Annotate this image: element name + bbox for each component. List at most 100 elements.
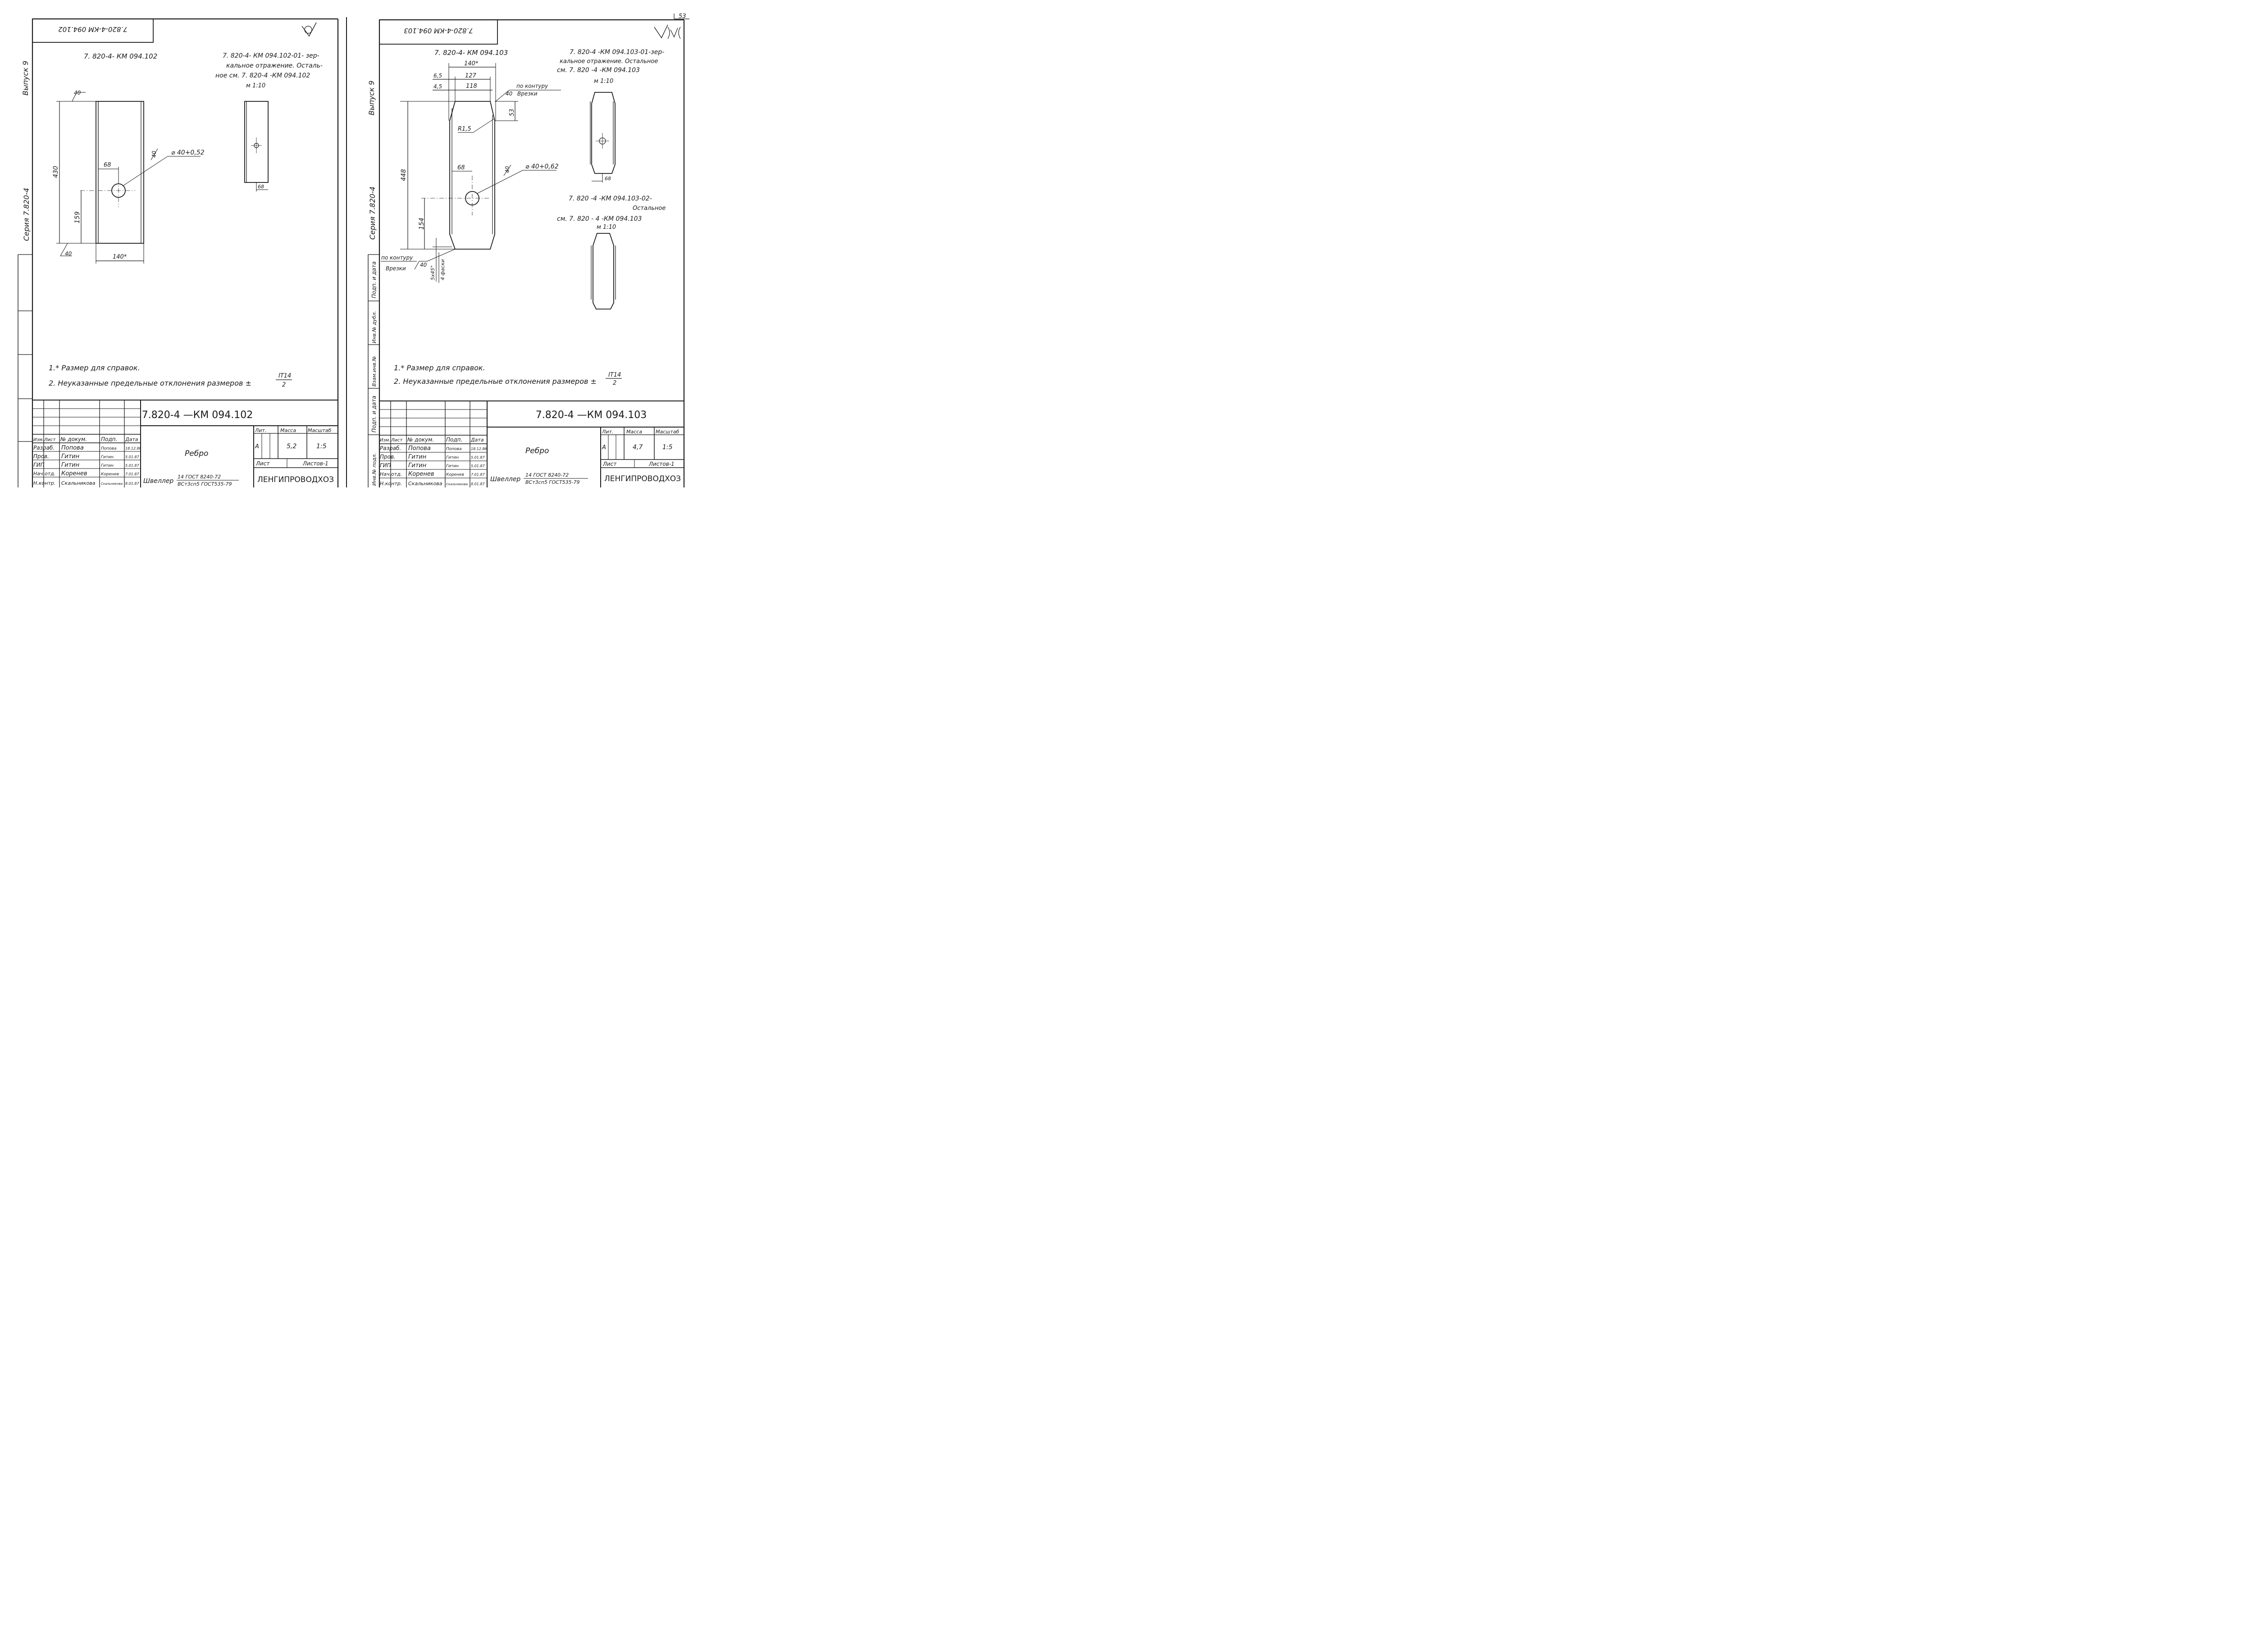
note-1-right: 1.* Размер для справок. (394, 364, 485, 372)
mirror-note-right-3: см. 7. 820 -4 -КМ 094.103 (557, 67, 640, 74)
scale-note-right-2: м 1:10 (597, 224, 616, 231)
tb-row1-sign-right: Попова (446, 447, 461, 451)
tb-row4-sign: Коренев (101, 472, 119, 477)
tb-row2-sign-right: Гитин (446, 455, 459, 460)
tb-row3-role-right: ГИП (380, 462, 391, 469)
tb-row5-sign: Скальникова (101, 482, 123, 486)
stamp-text: 7.820-4-КМ 094.102 (58, 25, 128, 33)
tb-row2-name-right: Гитин (408, 454, 427, 460)
note-frac-num-right: IT14 (608, 372, 621, 378)
dim-118: 118 (466, 83, 477, 90)
dim-offset: 68 (104, 162, 111, 168)
tb-sheet: Лист (255, 460, 270, 467)
dim-cut-1: Врезки (517, 91, 538, 97)
sheet-left: 7.820-4-КМ 094.102 Выпуск 9 Серия 7.820-… (18, 18, 339, 487)
part-rib-103-variant (591, 233, 616, 309)
tb-row3-date-right: 5.01.87 (471, 464, 485, 468)
tb-row3-sign-right: Гитин (446, 464, 459, 469)
tb-scale: 1:5 (316, 443, 327, 450)
tb-part-name-right: Ребро (525, 446, 549, 455)
tb-doc-number: 7.820-4 —КМ 094.102 (142, 410, 253, 421)
side-sign-date-1: Подп. и дата (371, 261, 377, 298)
tb-row5-date-right: 8.01.87 (471, 482, 485, 486)
tb-mass-right: 4,7 (633, 444, 643, 451)
weld-right-bottom: 40 (420, 262, 427, 268)
tb-row3-date: 5.01.87 (125, 464, 139, 468)
tb-scale-head-right: Масштаб (656, 429, 679, 435)
main-label: 7. 820-4- КМ 094.102 (84, 52, 157, 60)
main-label-right: 7. 820-4- КМ 094.103 (434, 49, 508, 57)
tb-head-date: Дата (125, 437, 138, 442)
mirror-note-3: ное см. 7. 820-4 -КМ 094.102 (215, 72, 310, 79)
side-series: Серия 7.820-4 (22, 188, 31, 241)
weld-mid: 40 (151, 150, 157, 158)
second-note-2: Остальное (633, 205, 666, 212)
tb-row4-name: Коренев (61, 470, 87, 477)
dim-radius: R1,5 (458, 126, 471, 132)
tb-head-sign-right: Подп. (446, 437, 462, 443)
weld-top: 40 (74, 90, 81, 96)
tb-row1-date: 18.12.86 (125, 446, 141, 451)
weld-right-top: 40 (506, 91, 513, 97)
note-2: 2. Неуказанные предельные отклонения раз… (49, 379, 251, 387)
second-note-1: 7. 820 -4 -КМ 094.103-02- (569, 195, 652, 202)
dim-127: 127 (465, 73, 477, 79)
tb-row4-role-right: Нач.отд. (380, 471, 402, 477)
tb-row3-role: ГИП (33, 462, 45, 468)
dim-45: 4,5 (433, 83, 442, 90)
tb-row3-name-right: Гитин (408, 462, 427, 469)
sheet-right: Подп. и дата Инв.№ дубл. Взам.инв.№ Подп… (346, 17, 685, 487)
tb-head-izm: Изм. (33, 437, 44, 442)
tb-lit-head-right: Лит. (602, 429, 613, 435)
tb-head-doc-right: № докум. (407, 437, 434, 443)
mirror-note-right-2: кальное отражение. Остальное (560, 58, 658, 65)
note-frac-num: IT14 (278, 373, 291, 379)
title-block-left: 7.820-4 —КМ 094.102 Изм. Лист № докум. П… (32, 400, 338, 487)
dim-lower: 159 (74, 211, 81, 223)
tb-row4-date: 7.01.87 (125, 472, 139, 476)
tb-row2-sign: Гитин (101, 455, 114, 460)
part-rib-103 (421, 101, 495, 250)
tb-head-sign: Подп. (101, 436, 117, 442)
tb-row5-name: Скальникова (61, 480, 96, 486)
tb-row1-role: Разраб. (33, 445, 55, 451)
mirror-note-right-1: 7. 820-4 -КМ 094.103-01-зер- (570, 49, 664, 56)
side-inv-dubl: Инв.№ дубл. (371, 311, 377, 343)
tb-row2-name: Гитин (61, 453, 80, 460)
dim-cut-2: Врезки (386, 265, 406, 272)
tb-row3-sign: Гитин (101, 464, 114, 468)
dim-contour-1: по контуру (516, 83, 548, 89)
note-frac-den: 2 (282, 382, 286, 388)
tb-lit-right: А (602, 444, 606, 451)
tb-material-1: Швеллер (143, 478, 173, 485)
dim-contour-2: по контуру (381, 255, 413, 261)
part-rib-102-mirror (244, 101, 269, 191)
dim-small-offset-right: 68 (605, 176, 611, 182)
dim-width-right: 140* (464, 60, 479, 67)
tb-material-1-right: Швеллер (490, 476, 520, 483)
dim-lower-right: 154 (418, 218, 425, 230)
stamp-text-right: 7.820-4-КМ 094.103 (404, 27, 473, 35)
side-issue: Выпуск 9 (21, 61, 30, 96)
tb-row2-role: Пров. (33, 453, 49, 460)
dim-offset-right: 68 (457, 164, 465, 171)
tb-head-izm-right: Изм. (380, 438, 391, 443)
side-series-right: Серия 7.820-4 (368, 187, 377, 240)
tb-doc-number-right: 7.820-4 —КМ 094.103 (536, 410, 647, 421)
note-2-right: 2. Неуказанные предельные отклонения раз… (394, 377, 597, 386)
tb-scale-head: Масштаб (308, 428, 331, 433)
mirror-note-2: кальное отражение. Осталь- (226, 62, 323, 69)
tb-lit-head: Лит. (255, 428, 266, 433)
tb-mass: 5,2 (287, 443, 296, 450)
note-frac-den-right: 2 (613, 380, 616, 387)
tb-head-date-right: Дата (470, 437, 484, 443)
side-sign-date-2: Подп. и дата (371, 396, 377, 432)
tb-row4-date-right: 7.01.87 (471, 473, 485, 477)
title-block-right: 7.820-4 —КМ 094.103 Изм. Лист № докум. П… (379, 400, 684, 487)
tb-row2-date-right: 5.01.87 (471, 455, 485, 460)
weld-bottom: 40 (65, 250, 72, 257)
dim-small-offset: 68 (258, 184, 264, 190)
dim-height: 430 (52, 166, 59, 178)
side-vzam-inv: Взам.инв.№ (371, 356, 377, 387)
tb-row1-name-right: Попова (408, 445, 431, 452)
